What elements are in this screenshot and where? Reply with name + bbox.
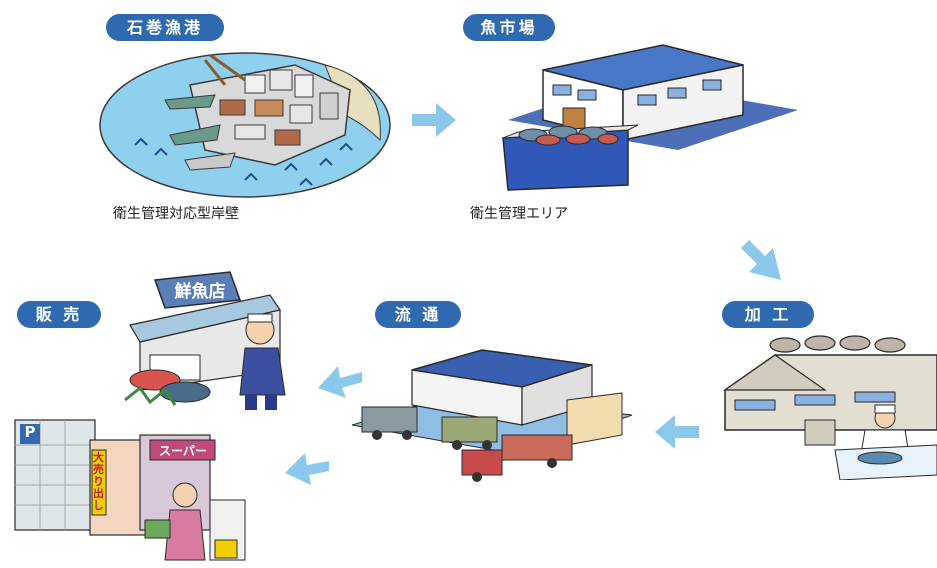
parking-sign: P [24, 423, 36, 441]
supermarket-illustration [14, 419, 246, 561]
market-illustration [502, 44, 798, 191]
fish-shop-illustration [124, 271, 286, 410]
port-illustration [99, 52, 391, 198]
arrow-market-to-processing [741, 240, 781, 280]
label-distribution: 流 通 [375, 301, 461, 328]
arrow-distribution-to-supermarket [285, 453, 329, 485]
label-port: 石巻漁港 [106, 14, 224, 41]
label-market: 魚市場 [463, 14, 555, 41]
label-processing: 加 工 [722, 301, 814, 328]
sale-banner: 大売り出し [93, 451, 104, 512]
arrow-processing-to-distribution [655, 415, 699, 449]
arrow-distribution-to-fish-shop [318, 366, 362, 398]
supermarket-sign: スーパー [159, 444, 207, 458]
label-sales: 販 売 [17, 301, 101, 328]
caption-market: 衛生管理エリア [470, 206, 568, 222]
distribution-illustration [352, 349, 633, 482]
caption-port: 衛生管理対応型岸壁 [113, 206, 239, 222]
arrow-port-to-market [412, 103, 456, 137]
fish-shop-sign: 鮮魚店 [174, 282, 226, 302]
processing-illustration [723, 335, 937, 480]
